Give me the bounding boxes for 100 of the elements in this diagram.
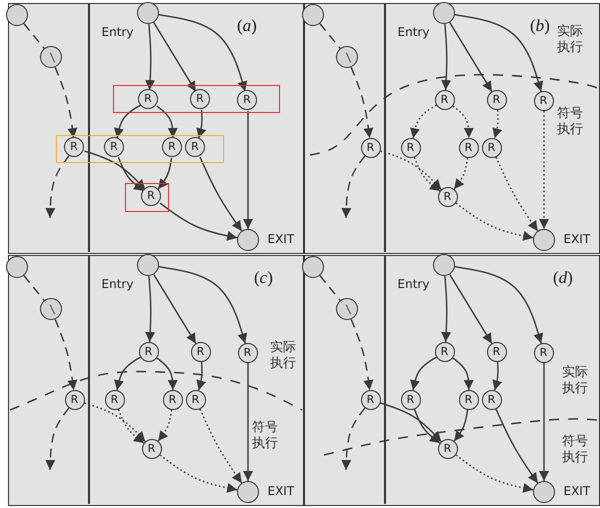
r-node-circle: R xyxy=(486,90,506,110)
arrow xyxy=(54,66,78,138)
arrow xyxy=(153,22,196,92)
panel-label: (a) xyxy=(237,16,257,36)
r-node-circle: R xyxy=(185,137,205,157)
arrow xyxy=(158,158,172,190)
arrow xyxy=(243,363,253,481)
exit-label: EXIT xyxy=(268,484,294,498)
arrow xyxy=(243,111,253,229)
arrow xyxy=(452,106,474,138)
arrow xyxy=(199,408,242,484)
r-node-circle: R xyxy=(104,137,124,157)
arrow xyxy=(456,454,534,493)
region-label: 实际执行 xyxy=(270,340,297,372)
panel xyxy=(8,3,304,254)
r-node-circle: R xyxy=(486,342,506,362)
region-label: 符号执行 xyxy=(557,106,584,138)
region-label: 实际执行 xyxy=(557,24,584,56)
r-node-circle: R xyxy=(360,138,380,158)
r-node-circle: R xyxy=(400,390,420,410)
arrow xyxy=(114,104,141,138)
arrow xyxy=(153,274,196,344)
arrow xyxy=(454,266,544,344)
entry-label: Entry xyxy=(398,24,430,38)
arrow xyxy=(199,156,242,232)
r-node-circle: R xyxy=(434,90,454,110)
arrow xyxy=(414,157,440,192)
r-node-circle: R xyxy=(438,438,458,458)
arrow xyxy=(158,266,248,344)
arrow xyxy=(452,358,474,390)
r-node-circle: R xyxy=(360,390,380,410)
r-node-circle: R xyxy=(162,390,182,410)
arrow xyxy=(156,106,178,138)
state-circle xyxy=(302,256,324,278)
arrow xyxy=(380,150,442,190)
r-node-circle: R xyxy=(237,90,257,110)
highlight-box xyxy=(124,182,168,212)
region-label: 符号执行 xyxy=(562,434,589,466)
r-node-circle: R xyxy=(142,438,162,458)
r-node-circle: R xyxy=(458,138,478,158)
r-node-circle: R xyxy=(138,89,158,109)
entry-label: Entry xyxy=(398,276,430,290)
r-node-circle: R xyxy=(534,342,554,362)
arrow xyxy=(114,356,141,390)
arrow xyxy=(495,408,538,484)
arrow xyxy=(156,358,178,390)
highlight-box xyxy=(112,84,280,112)
r-node-circle: R xyxy=(458,390,478,410)
panel-label: (c) xyxy=(254,268,273,288)
state-circle xyxy=(336,298,358,320)
r-node-circle: R xyxy=(438,186,458,206)
arrow xyxy=(449,274,492,344)
r-node-circle: R xyxy=(138,342,158,362)
r-node-circle: R xyxy=(162,137,182,157)
arrow xyxy=(45,408,70,470)
region-label: 符号执行 xyxy=(252,420,279,452)
highlight-box xyxy=(56,134,224,162)
r-node-circle: R xyxy=(434,342,454,362)
exit-label: EXIT xyxy=(564,484,590,498)
state-circle xyxy=(302,4,324,26)
arrow xyxy=(414,409,440,444)
r-node-circle: R xyxy=(190,89,210,109)
r-node-circle: R xyxy=(400,138,420,158)
arrow xyxy=(495,156,538,232)
arrow xyxy=(196,362,206,391)
connector-line xyxy=(23,23,45,49)
exit-label: EXIT xyxy=(268,232,294,246)
arrow xyxy=(158,14,248,92)
r-node-circle: R xyxy=(482,138,502,158)
arrow xyxy=(84,150,146,190)
r-node-circle: R xyxy=(190,342,210,362)
r-node-circle: R xyxy=(482,390,502,410)
panel xyxy=(8,255,304,506)
r-node-circle: R xyxy=(238,342,258,362)
arrow xyxy=(160,202,238,241)
entry-label: Entry xyxy=(102,276,134,290)
entry-label: Entry xyxy=(102,24,134,38)
arrow xyxy=(454,14,544,92)
connector-line xyxy=(319,23,341,49)
panel xyxy=(304,3,600,254)
state-circle xyxy=(336,46,358,68)
arrow xyxy=(410,104,437,138)
arrow xyxy=(341,156,366,218)
state-circle xyxy=(40,46,62,68)
state-circle xyxy=(6,4,28,26)
r-node-circle: R xyxy=(64,390,84,410)
arrow xyxy=(449,22,492,92)
arrow xyxy=(492,110,502,139)
arrow xyxy=(54,318,78,390)
arrow xyxy=(118,409,144,444)
arrow xyxy=(410,356,437,390)
connector-line xyxy=(23,275,45,301)
arrow xyxy=(84,402,146,442)
arrow xyxy=(539,111,549,229)
r-node-circle: R xyxy=(186,390,206,410)
arrow xyxy=(341,408,366,470)
arrow xyxy=(145,276,156,342)
arrow xyxy=(441,276,452,342)
arrow xyxy=(45,156,70,218)
arrow xyxy=(118,157,144,192)
